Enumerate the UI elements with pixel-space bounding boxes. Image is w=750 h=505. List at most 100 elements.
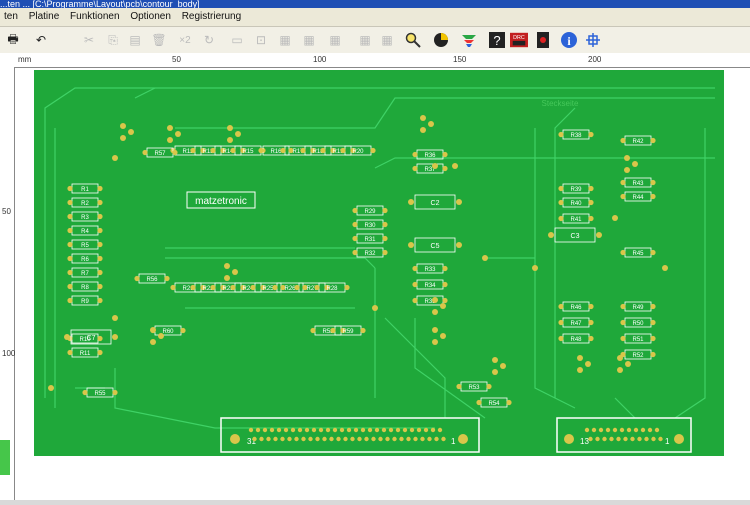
x2-icon[interactable]: ×2: [179, 34, 191, 46]
via-icon[interactable]: ⊡: [255, 33, 267, 47]
resistor[interactable]: R46: [558, 301, 594, 312]
transistor[interactable]: [120, 123, 134, 141]
side-tab[interactable]: [0, 440, 10, 475]
transistor[interactable]: [432, 297, 446, 315]
resistor[interactable]: R28: [314, 282, 350, 293]
resistor[interactable]: R1: [67, 183, 103, 194]
resistor[interactable]: R13: [190, 145, 226, 156]
resistor[interactable]: R49: [620, 301, 656, 312]
resistor[interactable]: R41: [558, 213, 594, 224]
help-icon[interactable]: ?: [488, 31, 506, 49]
resistor[interactable]: R6: [67, 253, 103, 264]
resistor[interactable]: R26: [272, 282, 308, 293]
resistor[interactable]: R17: [280, 145, 316, 156]
resistor[interactable]: R14: [210, 145, 246, 156]
resistor[interactable]: R19: [320, 145, 356, 156]
resistor[interactable]: R18: [300, 145, 336, 156]
resistor[interactable]: R5: [67, 239, 103, 250]
transistor[interactable]: [167, 125, 181, 143]
resistor[interactable]: R2: [67, 197, 103, 208]
resistor[interactable]: R47: [558, 317, 594, 328]
connector-left[interactable]: 31 1: [220, 417, 480, 453]
transistor[interactable]: [617, 355, 631, 373]
copy-icon[interactable]: ⎘: [108, 32, 118, 47]
menu-item-optionen[interactable]: Optionen: [130, 11, 171, 22]
resistor[interactable]: R37: [412, 163, 448, 174]
resistor[interactable]: R51: [620, 333, 656, 344]
resistor[interactable]: R58: [310, 325, 346, 336]
resistor[interactable]: R59: [330, 325, 366, 336]
resistor[interactable]: R32: [352, 247, 388, 258]
resistor[interactable]: R11: [67, 347, 103, 358]
grid-icon[interactable]: ▦: [279, 33, 291, 47]
resistor[interactable]: R53: [456, 381, 492, 392]
resistor[interactable]: R23: [210, 282, 246, 293]
transistor[interactable]: [432, 327, 446, 345]
zoom-icon[interactable]: [404, 31, 422, 49]
resistor[interactable]: R42: [620, 135, 656, 146]
menu-item-ten[interactable]: ten: [4, 11, 18, 22]
undo-icon[interactable]: ↶: [35, 33, 47, 47]
resistor[interactable]: R29: [352, 205, 388, 216]
drc-icon[interactable]: DRC: [510, 31, 528, 49]
transistor[interactable]: [577, 355, 591, 373]
resistor[interactable]: R16: [258, 145, 294, 156]
resistor[interactable]: R36: [412, 149, 448, 160]
pie-icon[interactable]: [432, 31, 450, 49]
resistor[interactable]: R9: [67, 295, 103, 306]
resistor[interactable]: R39: [558, 183, 594, 194]
resistor[interactable]: R21: [170, 282, 206, 293]
resistor[interactable]: R27: [294, 282, 330, 293]
grid2-icon[interactable]: ▦: [303, 33, 315, 47]
capacitor[interactable]: C7: [64, 329, 118, 345]
transistor[interactable]: [150, 327, 164, 345]
menu-item-funktionen[interactable]: Funktionen: [70, 11, 120, 22]
resistor[interactable]: R8: [67, 281, 103, 292]
menu-item-registrierung[interactable]: Registrierung: [181, 11, 242, 22]
transistor[interactable]: [624, 155, 638, 173]
capacitor[interactable]: C2: [408, 194, 462, 210]
transistor[interactable]: [420, 115, 434, 133]
resistor[interactable]: R24: [230, 282, 266, 293]
resistor[interactable]: R55: [82, 387, 118, 398]
transistor[interactable]: [492, 357, 506, 375]
transistor[interactable]: [227, 125, 241, 143]
resistor[interactable]: R57: [142, 147, 178, 158]
resistor[interactable]: R38: [558, 129, 594, 140]
resistor[interactable]: R4: [67, 225, 103, 236]
resistor[interactable]: R31: [352, 233, 388, 244]
grid3-icon[interactable]: ▦: [329, 33, 341, 47]
resistor[interactable]: R22: [190, 282, 226, 293]
connector-right[interactable]: 13 1: [556, 417, 692, 453]
info-icon[interactable]: i: [560, 31, 578, 49]
menu-item-platine[interactable]: Platine: [28, 11, 60, 22]
pad-icon[interactable]: ▭: [231, 33, 243, 47]
resistor[interactable]: R30: [352, 219, 388, 230]
resistor[interactable]: R56: [134, 273, 170, 284]
transistor[interactable]: [224, 263, 238, 281]
print-icon[interactable]: 🖶: [7, 31, 19, 46]
resistor[interactable]: R48: [558, 333, 594, 344]
capacitor[interactable]: C3: [548, 227, 602, 243]
resistor[interactable]: R50: [620, 317, 656, 328]
resistor[interactable]: R25: [250, 282, 286, 293]
dot-icon[interactable]: [534, 31, 552, 49]
resistor[interactable]: R45: [620, 247, 656, 258]
resistor[interactable]: R7: [67, 267, 103, 278]
grid4-icon[interactable]: ▦: [359, 33, 371, 47]
crosshair-icon[interactable]: [584, 31, 602, 49]
cut-icon[interactable]: ✂: [83, 33, 95, 47]
resistor[interactable]: R34: [412, 279, 448, 290]
resistor[interactable]: R33: [412, 263, 448, 274]
resistor[interactable]: R43: [620, 177, 656, 188]
capacitor[interactable]: C5: [408, 237, 462, 253]
redo-icon[interactable]: ↻: [203, 33, 215, 47]
grid5-icon[interactable]: ▦: [381, 33, 393, 47]
delete-icon[interactable]: 🗑: [151, 33, 167, 47]
resistor[interactable]: R44: [620, 191, 656, 202]
resistor[interactable]: R3: [67, 211, 103, 222]
resistor[interactable]: R35: [412, 295, 448, 306]
layers-icon[interactable]: [460, 31, 478, 49]
resistor[interactable]: R20: [340, 145, 376, 156]
